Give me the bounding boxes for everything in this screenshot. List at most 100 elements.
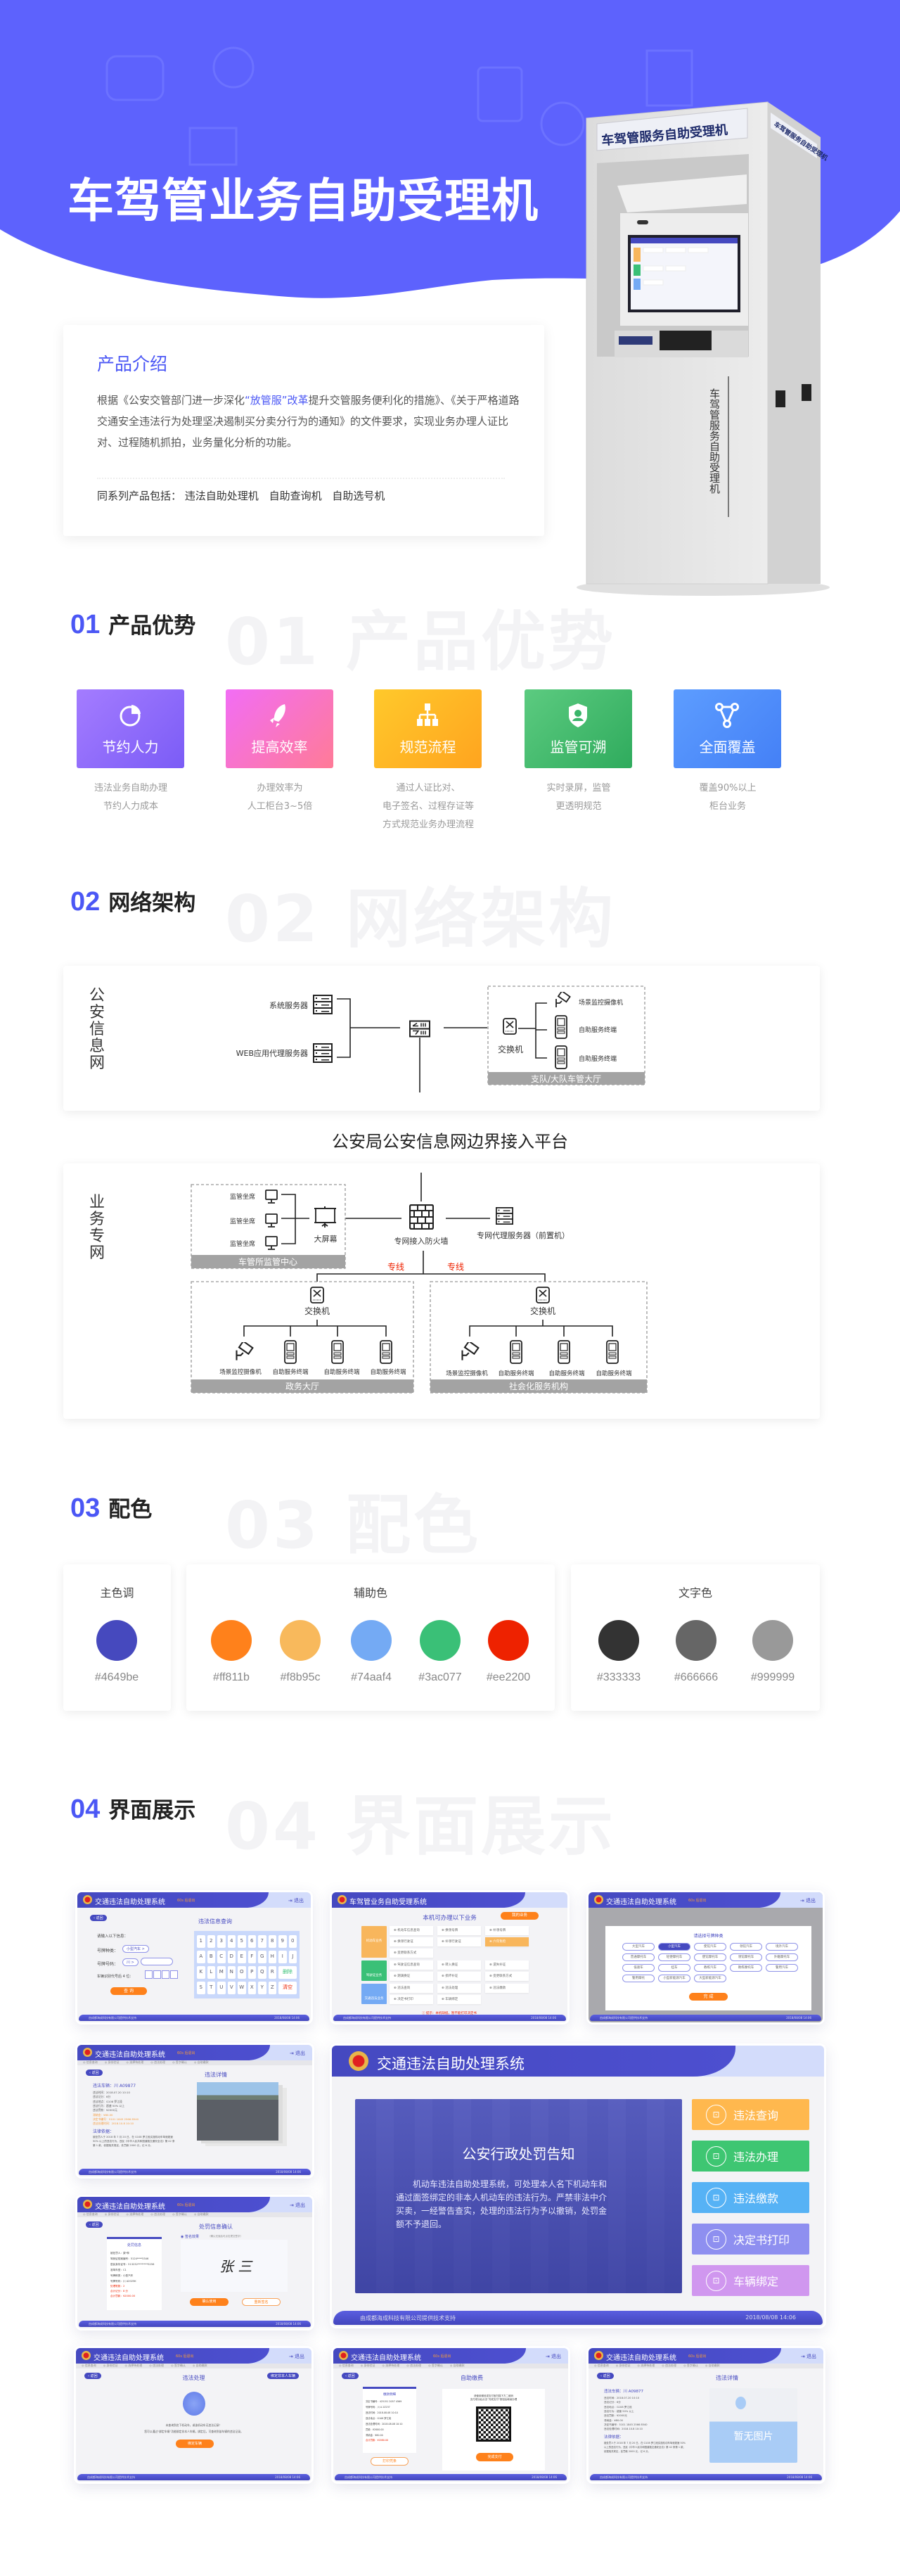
key-button[interactable]: 0: [288, 1935, 297, 1948]
vin-digit-input[interactable]: [162, 1970, 169, 1979]
service-button[interactable]: ⊕ 遗失补证: [485, 1960, 529, 1970]
confirm-button[interactable]: 确认使用: [190, 2298, 229, 2306]
plate-option[interactable]: 大型新能源汽车: [694, 1975, 726, 1982]
service-button[interactable]: ⊕ 转入换证: [437, 1960, 481, 1970]
service-button[interactable]: ⊕ 补领号牌: [485, 1926, 529, 1935]
plate-option[interactable]: 外籍摩托车: [766, 1953, 798, 1961]
exit-button[interactable]: ⇥ 退出: [799, 1898, 816, 1904]
key-button[interactable]: Y: [258, 1982, 266, 1994]
print-receipt-button[interactable]: 打印凭条: [371, 2457, 409, 2466]
key-button[interactable]: A: [197, 1951, 205, 1963]
key-button[interactable]: 9: [278, 1935, 287, 1948]
key-button[interactable]: 6: [248, 1935, 256, 1948]
service-button[interactable]: ⊕ 六年免检: [485, 1937, 529, 1946]
plate-number-input[interactable]: [141, 1958, 173, 1965]
key-button[interactable]: X: [248, 1982, 256, 1994]
key-button[interactable]: Z: [268, 1982, 276, 1994]
back-button[interactable]: ‹ 返回: [342, 2373, 359, 2379]
key-button[interactable]: 2: [207, 1935, 215, 1948]
key-button[interactable]: L: [207, 1966, 215, 1979]
plate-option[interactable]: 小型新能源汽车: [658, 1975, 690, 1982]
back-button[interactable]: ‹ 返回: [84, 2373, 101, 2379]
delete-key[interactable]: 删除: [278, 1966, 297, 1979]
back-button[interactable]: ‹ 返回: [597, 2373, 614, 2379]
key-button[interactable]: 3: [217, 1935, 226, 1948]
key-button[interactable]: 5: [238, 1935, 246, 1948]
service-category[interactable]: 驾驶证业务: [361, 1960, 387, 1981]
back-button[interactable]: ‹ 返回: [86, 2221, 103, 2228]
home-menu-button[interactable]: ⊡违法查询: [692, 2099, 809, 2130]
signature-pad[interactable]: 张 三: [181, 2240, 288, 2292]
key-button[interactable]: D: [227, 1951, 236, 1963]
key-button[interactable]: 8: [268, 1935, 276, 1948]
series-item[interactable]: 自助查询机: [269, 490, 322, 502]
exit-button[interactable]: ⇥ 退出: [800, 2354, 816, 2359]
service-button[interactable]: ⊕ 补领行驶证: [437, 1937, 481, 1946]
key-button[interactable]: 7: [258, 1935, 266, 1948]
plate-option[interactable]: 使馆汽车: [694, 1943, 726, 1951]
key-button[interactable]: J: [288, 1951, 297, 1963]
service-button[interactable]: ⊕ 决定书打印: [390, 1995, 433, 2004]
plate-option[interactable]: 挂车: [658, 1964, 690, 1972]
plate-option[interactable]: 领馆汽车: [730, 1943, 762, 1951]
key-button[interactable]: S: [197, 1982, 205, 1994]
vin-digit-input[interactable]: [170, 1970, 178, 1979]
vin-digit-input[interactable]: [153, 1970, 161, 1979]
back-button[interactable]: ‹ 返回: [90, 1915, 107, 1921]
series-item[interactable]: 自助选号机: [332, 490, 385, 502]
plate-option[interactable]: 警用摩托: [622, 1975, 655, 1982]
exit-button[interactable]: ⇥ 退出: [289, 2051, 305, 2056]
plate-option[interactable]: 轻便摩托车: [658, 1953, 690, 1961]
vin-digit-input[interactable]: [145, 1970, 153, 1979]
exit-button[interactable]: ⇥ 退出: [289, 2202, 305, 2208]
exit-button[interactable]: ⇥ 退出: [288, 2354, 304, 2359]
plate-option[interactable]: 境外汽车: [766, 1943, 798, 1951]
key-button[interactable]: N: [227, 1966, 236, 1979]
key-button[interactable]: H: [268, 1951, 276, 1963]
key-button[interactable]: I: [278, 1951, 287, 1963]
key-button[interactable]: B: [207, 1951, 215, 1963]
home-menu-button[interactable]: ⊡违法缴款: [692, 2182, 809, 2213]
service-button[interactable]: ⊕ 期满换证: [390, 1972, 433, 1981]
clear-key[interactable]: 清空: [278, 1982, 297, 1994]
key-button[interactable]: M: [217, 1966, 226, 1979]
exit-button[interactable]: ⇥ 退出: [288, 1898, 304, 1904]
query-button[interactable]: 查 询: [110, 1987, 147, 1995]
service-button[interactable]: ⊕ 变更联系方式: [485, 1972, 529, 1981]
back-button[interactable]: ‹ 返回: [86, 2070, 103, 2076]
service-button[interactable]: ⊕ 变更联系方式: [390, 1949, 433, 1958]
finish-payment-button[interactable]: 完成支付: [476, 2453, 513, 2461]
service-button[interactable]: ⊕ 违法查询: [390, 1984, 433, 1993]
plate-type-select[interactable]: 小型汽车 >: [122, 1945, 149, 1953]
my-business-button[interactable]: 我的业务: [501, 1912, 539, 1920]
exit-button[interactable]: ⇥ 退出: [545, 2354, 561, 2359]
bind-vehicle-button[interactable]: 绑定车辆: [176, 2440, 214, 2448]
plate-option[interactable]: 警用汽车: [766, 1964, 798, 1972]
plate-option[interactable]: 教练汽车: [694, 1964, 726, 1972]
key-button[interactable]: 1: [197, 1935, 205, 1948]
key-button[interactable]: T: [207, 1982, 215, 1994]
home-menu-button[interactable]: ⊡车辆绑定: [692, 2265, 809, 2296]
service-button[interactable]: ⊕ 车辆绑定: [437, 1995, 481, 2004]
key-button[interactable]: R: [268, 1966, 276, 1979]
plate-option[interactable]: 小型汽车: [658, 1943, 690, 1951]
done-button[interactable]: 完 成: [689, 1993, 728, 2001]
service-button[interactable]: ⊕ 机动车信息查询: [390, 1926, 433, 1935]
home-menu-button[interactable]: ⊡决定书打印: [692, 2224, 809, 2255]
key-button[interactable]: F: [248, 1951, 256, 1963]
service-button[interactable]: ⊕ 损坏补证: [437, 1972, 481, 1981]
service-category[interactable]: 机动车业务: [361, 1926, 387, 1958]
plate-option[interactable]: 低速车: [622, 1964, 655, 1972]
key-button[interactable]: G: [258, 1951, 266, 1963]
service-button[interactable]: ⊕ 换领号牌: [437, 1926, 481, 1935]
service-button[interactable]: ⊕ 违法处理: [437, 1984, 481, 1993]
key-button[interactable]: V: [227, 1982, 236, 1994]
key-button[interactable]: U: [217, 1982, 226, 1994]
resign-button[interactable]: 重新签名: [242, 2298, 281, 2306]
bind-other-vehicle-button[interactable]: 绑定非本人车辆: [267, 2373, 300, 2379]
series-item[interactable]: 违法自助处理机: [184, 490, 259, 502]
plate-option[interactable]: 领馆摩托车: [730, 1953, 762, 1961]
key-button[interactable]: 4: [227, 1935, 236, 1948]
plate-option[interactable]: 普通摩托车: [622, 1953, 655, 1961]
key-button[interactable]: W: [238, 1982, 246, 1994]
